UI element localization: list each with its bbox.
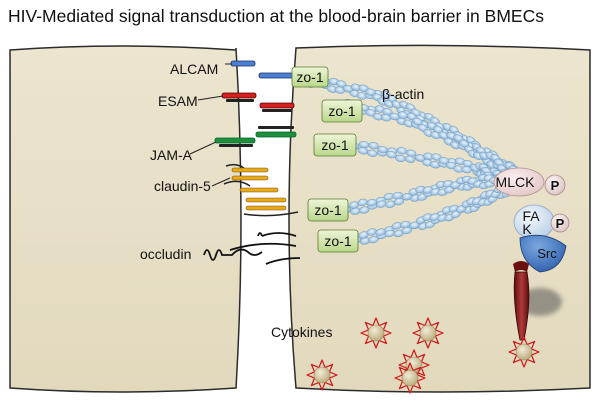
phospho-p-mlck: P [544, 174, 566, 196]
actin-bead [430, 131, 441, 140]
actin-bead [389, 112, 400, 121]
actin-bead [380, 114, 392, 122]
actin-bead [422, 186, 433, 194]
zo-1-label: zo-1 [296, 69, 323, 85]
mlck-protein: MLCK [493, 167, 545, 197]
cytokine [313, 366, 331, 384]
zo-1-box: zo-1 [313, 133, 357, 157]
esam-pair [221, 92, 295, 112]
zo-1-box: zo-1 [291, 66, 329, 88]
cytokine-receptor [513, 261, 562, 341]
cytokine [515, 343, 533, 361]
cytokine [367, 324, 385, 342]
actin-bead [393, 197, 405, 206]
esam-label: ESAM [158, 93, 198, 109]
zo-1-label: zo-1 [321, 137, 348, 153]
alcam-label: ALCAM [170, 61, 218, 77]
actin-bead [414, 154, 426, 162]
actin-bead [401, 226, 412, 235]
actin-bead [461, 165, 472, 174]
actin-bead [377, 145, 388, 154]
actin-bead [404, 155, 416, 163]
actin-bead [366, 149, 378, 157]
svg-text:P: P [556, 216, 565, 231]
actin-bead [386, 150, 397, 159]
actin-bead [375, 228, 386, 236]
zo-1-box: zo-1 [307, 198, 349, 222]
actin-bead [366, 198, 377, 207]
cytokine [401, 369, 419, 387]
cytokines-label: Cytokines [271, 324, 332, 340]
cytokine-outline [306, 359, 338, 391]
actin-bead [368, 141, 379, 150]
occludin-label: occludin [140, 246, 191, 262]
src-kinase: Src [519, 234, 567, 273]
cytokine-outline [360, 317, 392, 349]
cytokine-outline [394, 362, 426, 394]
cytokine-outline [398, 349, 430, 381]
actin-bead [412, 117, 423, 126]
diagram-title: HIV-Mediated signal transduction at the … [8, 6, 544, 26]
zo-1-box: zo-1 [321, 99, 363, 123]
actin-bead [459, 139, 469, 148]
actin-bead [334, 86, 345, 94]
actin-bead [401, 192, 413, 201]
left-endothelial-cell [9, 45, 242, 393]
actin-bead [429, 213, 440, 221]
claudin-5-pairs [223, 163, 299, 217]
jam-a-label: JAM-A [150, 147, 193, 163]
zo-1-label: zo-1 [324, 233, 351, 249]
cytokine-outline [508, 336, 540, 368]
zo-1-label: zo-1 [328, 103, 355, 119]
zo-1-label: zo-1 [314, 202, 341, 218]
zo-1-box: zo-1 [317, 229, 359, 253]
beta-actin-label: β-actin [382, 86, 424, 102]
cytokines [306, 317, 540, 394]
cytokine-outline [412, 317, 444, 349]
occludin-strands [203, 232, 301, 265]
actin-bead [438, 157, 450, 165]
src-label: Src [537, 246, 557, 261]
actin-bead [409, 221, 420, 229]
mlck-label: MLCK [496, 174, 536, 190]
phospho-p-fak: P [550, 213, 570, 233]
svg-text:P: P [551, 178, 560, 193]
actin-bead [342, 85, 354, 93]
jam-a-pair [214, 126, 297, 147]
cytokine [419, 324, 437, 342]
claudin-5-label: claudin-5 [154, 178, 211, 194]
actin-bead [365, 88, 376, 96]
